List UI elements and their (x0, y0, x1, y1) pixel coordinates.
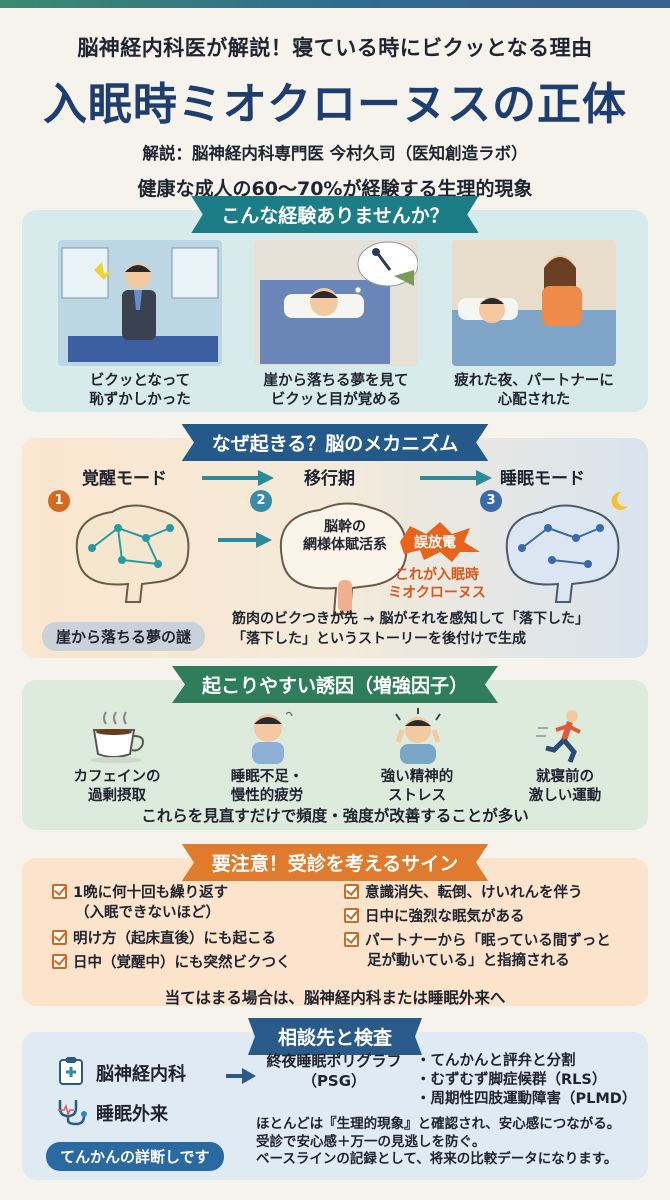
sleep-brain-icon (505, 504, 620, 603)
brainstem-label: 脳幹の 網様体賦活系 (303, 519, 387, 554)
consult-summary: ほとんどは『生理的現象』と確認され、安心感につながる。 受診で安心感＋万一の見逃… (256, 1116, 621, 1168)
factor-exercise-label: 就寝前の 激しい運動 (528, 769, 602, 804)
warning-item-left-2: 明け方（起床直後）にも起こる (52, 930, 276, 950)
warning-heading: 要注意！受診を考えるサイン (181, 844, 489, 881)
experience-panel: こんな経験ありませんか？ ビクッとなって 恥ずかし (22, 196, 648, 412)
falling-dream-explanation: 筋肉のビクつきが先 → 脳がそれを感知して「落下した」 「落下した」というストー… (232, 611, 590, 647)
consult-heading: 相談先と検査 (247, 1018, 423, 1055)
moon-icon (611, 491, 628, 510)
experience-caption-3: 疲れた夜、パートナーに 心配された (454, 373, 614, 408)
experience-caption-2: 崖から落ちる夢を見て ビクッと目が覚める (263, 373, 409, 408)
arrow-right-icon (420, 470, 492, 486)
prevalence-stat: 健康な成人の60〜70%が経験する生理的現象 (137, 178, 533, 200)
page-title: 入眠時ミオクローヌスの正体 (42, 79, 628, 130)
header: 脳神経内科医が解説！寝ている時にビクッとなる理由 入眠時ミオクローヌスの正体 解… (0, 14, 670, 201)
top-accent-bar (0, 0, 670, 8)
stressed-person-icon (395, 708, 441, 764)
factor-stress-label: 強い精神的 ストレス (380, 769, 454, 804)
neurology-dept: 脳神経内科 (96, 1064, 186, 1085)
misfire-label: 誤放電 (414, 535, 456, 551)
arrow-right-icon (202, 470, 274, 486)
warning-item-left-3: 日中（覚醒中）にも突然ビクつく (52, 954, 291, 974)
mechanism-panel: なぜ起きる？脳のメカニズム 覚醒モード 移行期 睡眠モード 1 2 3 脳幹の … (22, 424, 648, 658)
epilepsy-diagnosis-pill: てんかんの詳断しです (46, 1142, 224, 1171)
falling-dream-illustration (254, 240, 418, 366)
train-scene-illustration (58, 240, 222, 366)
tired-person-icon (252, 711, 293, 764)
factors-panel: 起こりやすい誘因（増強因子） カフェインの 過剰摂取 睡眠不足・ 慢性的疲労 強… (22, 666, 648, 830)
step-number-1: 1 (48, 490, 70, 512)
mechanism-heading: なぜ起きる？脳のメカニズム (181, 424, 489, 461)
checkbox-icon (344, 932, 359, 947)
falling-dream-pill: 崖から落ちる夢の謎 (42, 622, 206, 651)
warning-panel: 要注意！受診を考えるサイン 1晩に何十回も繰り返す （入眠できないほど） 明け方… (22, 844, 648, 1007)
wake-mode-label: 覚醒モード (82, 469, 167, 489)
arrow-right-icon (226, 1068, 256, 1084)
myoclonus-callout: これが入眠時 ミオクローヌス (388, 567, 486, 602)
checkbox-icon (344, 908, 359, 923)
experience-heading: こんな経験ありませんか？ (191, 196, 479, 233)
worried-partner-illustration (452, 240, 616, 366)
stethoscope-icon (58, 1100, 87, 1126)
warning-item-right-1: 意識消失、転倒、けいれんを伴う (344, 884, 583, 904)
experience-caption-1: ビクッとなって 恥ずかしかった (89, 373, 191, 408)
warning-item-right-2: 日中に強烈な眠気がある (344, 908, 525, 928)
runner-icon (536, 710, 581, 763)
factor-caffeine-label: カフェインの 過剰摂取 (73, 769, 161, 804)
warning-note: 当てはまる場合は、脳神経内科または睡眠外来へ (164, 989, 506, 1007)
warning-item-left-1: 1晩に何十回も繰り返す （入眠できないほど） (52, 884, 228, 923)
sleep-mode-label: 睡眠モード (500, 469, 585, 489)
psg-exam: 終夜睡眠ポリグラフ （PSG） (266, 1052, 402, 1090)
checkbox-icon (344, 884, 359, 899)
author-credit: 解説：脳神経内科専門医 今村久司（医知創造ラボ） (142, 144, 528, 163)
subtitle: 脳神経内科医が解説！寝ている時にビクッとなる理由 (77, 36, 593, 60)
coffee-cup-icon (90, 711, 144, 763)
factors-heading: 起こりやすい誘因（増強因子） (171, 666, 499, 703)
consult-panel: 相談先と検査 脳神経内科 睡眠外来 てんかんの詳断しです 終夜睡眠ポリグラフ （… (22, 1018, 648, 1180)
warning-item-right-3: パートナーから「眠っている間ずっと 足が動いている」と指摘される (344, 932, 611, 971)
clipboard-medical-icon (59, 1057, 83, 1085)
factor-sleep-deprivation-label: 睡眠不足・ 慢性的疲労 (230, 769, 304, 804)
sleep-clinic-dept: 睡眠外来 (96, 1104, 168, 1125)
awake-brain-icon (75, 504, 190, 603)
checkbox-icon (52, 954, 67, 969)
transition-label: 移行期 (304, 469, 355, 489)
checkbox-icon (52, 930, 67, 945)
arrow-right-icon (218, 532, 272, 548)
differential-list: ・てんかんと評弁と分割 ・むずむず脚症候群（RLS） ・周期性四肢運動障害（PL… (416, 1053, 637, 1107)
checkbox-icon (52, 884, 67, 899)
misfire-burst-icon (400, 522, 480, 562)
step-number-3: 3 (480, 490, 502, 512)
step-number-2: 2 (250, 490, 272, 512)
factors-note: これらを見直すだけで頻度・強度が改善することが多い (141, 807, 529, 825)
